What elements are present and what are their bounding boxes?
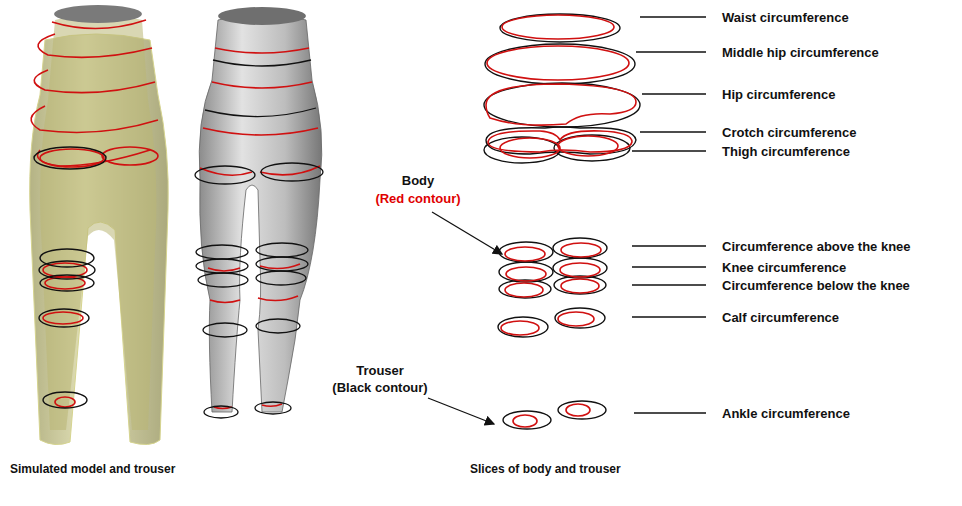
- slice-label: Hip circumference: [722, 87, 835, 102]
- slice-label: Thigh circumference: [722, 144, 850, 159]
- slice-label: Crotch circumference: [722, 125, 856, 140]
- slice-label: Calf circumference: [722, 310, 839, 325]
- simulated-model: [30, 5, 169, 445]
- callout-label: Trouser: [356, 363, 404, 378]
- leader-lines: [428, 17, 706, 424]
- callout-label: Body: [402, 173, 435, 188]
- body-mannequin: [195, 7, 323, 418]
- callout-note: (Black contour): [332, 380, 427, 395]
- slice-label: Ankle circumference: [722, 406, 850, 421]
- caption-label: Slices of body and trouser: [470, 462, 621, 477]
- callout-note: (Red contour): [375, 191, 460, 206]
- slice-label: Circumference above the knee: [722, 239, 911, 254]
- slice-label: Middle hip circumference: [722, 45, 879, 60]
- slices: [484, 14, 640, 429]
- slice-label: Knee circumference: [722, 260, 846, 275]
- slice-label: Waist circumference: [722, 10, 849, 25]
- caption-label: Simulated model and trouser: [10, 462, 175, 477]
- slice-label: Circumference below the knee: [722, 278, 910, 293]
